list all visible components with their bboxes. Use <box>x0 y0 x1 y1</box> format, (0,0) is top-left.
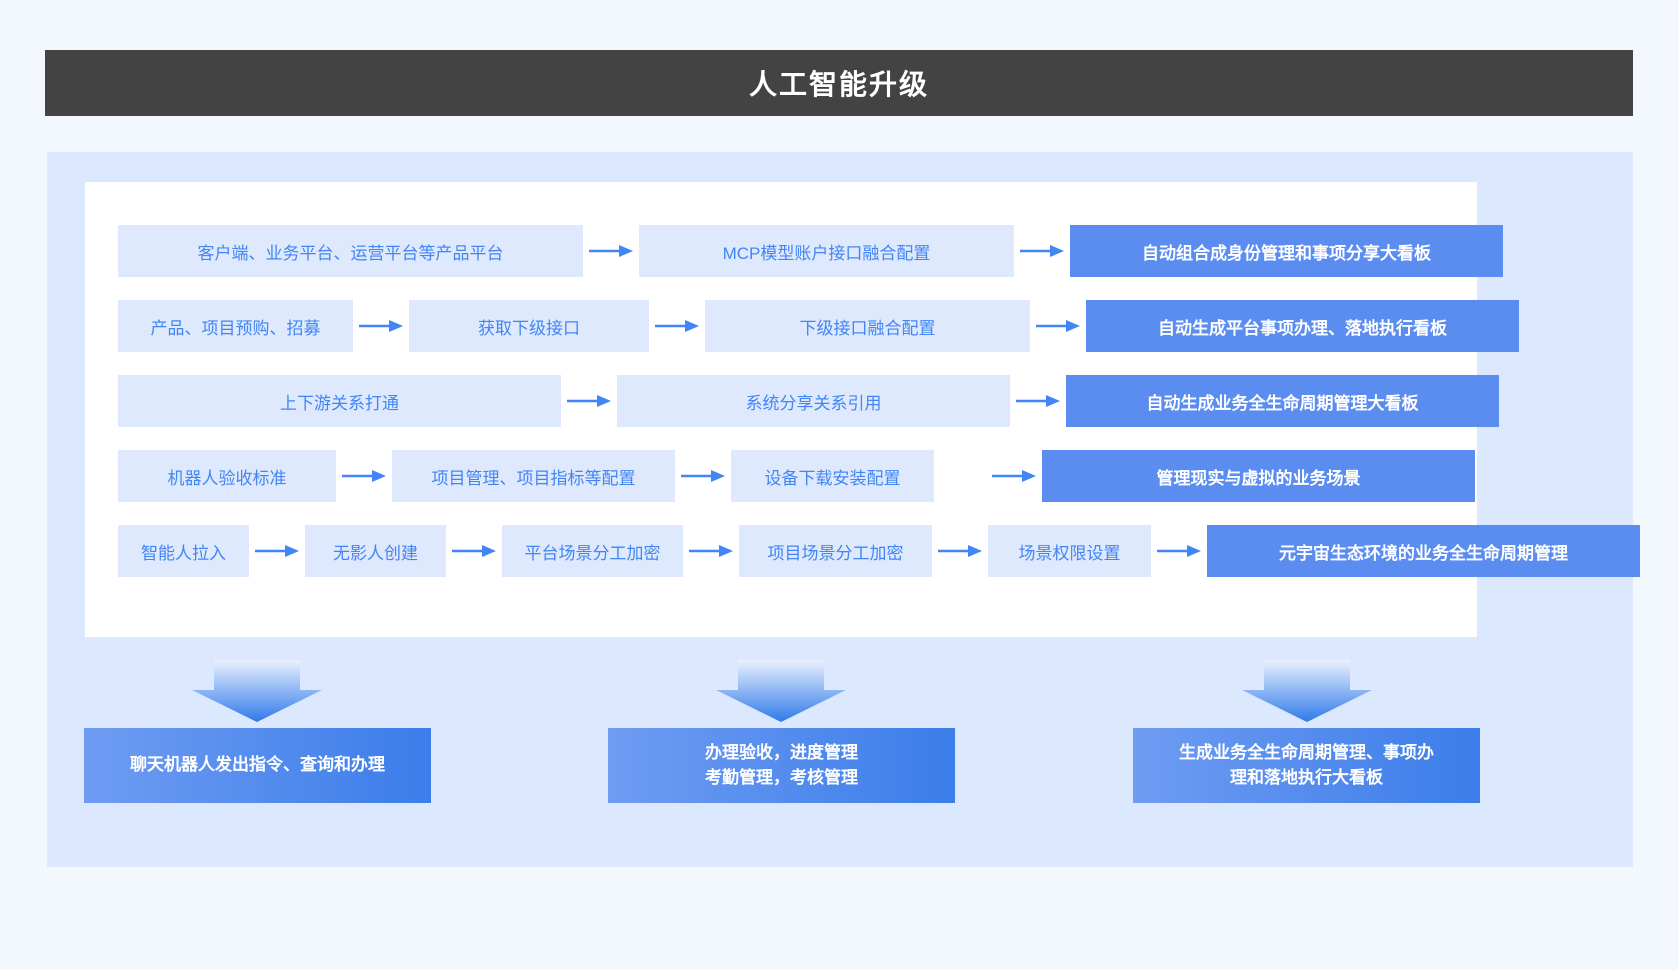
flow-step-box[interactable]: 获取下级接口 <box>409 300 649 352</box>
flow-step-box[interactable]: 设备下载安装配置 <box>731 450 934 502</box>
flow-step-box[interactable]: 客户端、业务平台、运营平台等产品平台 <box>118 225 583 277</box>
flow-step-box[interactable]: 产品、项目预购、招募 <box>118 300 353 352</box>
arrow-right-icon <box>986 450 1042 502</box>
flow-step-box[interactable]: 下级接口融合配置 <box>705 300 1030 352</box>
flow-row: 智能人拉入 无影人创建 平台场景分工加密 项目场景分工加密 场景权限设置 元宇宙生态环境的… <box>118 525 1640 577</box>
outcome-box-3[interactable]: 生成业务全生命周期管理、事项办 理和落地执行大看板 <box>1133 728 1480 803</box>
flow-step-box[interactable]: 项目管理、项目指标等配置 <box>392 450 675 502</box>
flow-result-box[interactable]: 自动组合成身份管理和事项分享大看板 <box>1070 225 1503 277</box>
outcome-line-1: 聊天机器人发出指令、查询和办理 <box>130 755 385 775</box>
flow-row: 产品、项目预购、招募 获取下级接口 下级接口融合配置 自动生成平台事项办理、落地执行看… <box>118 300 1519 352</box>
arrow-right-icon <box>1010 375 1066 427</box>
outcome-line-1: 办理验收，进度管理 <box>705 742 858 762</box>
flow-result-box[interactable]: 管理现实与虚拟的业务场景 <box>1042 450 1475 502</box>
arrow-right-icon <box>583 225 639 277</box>
arrow-right-icon <box>353 300 409 352</box>
flow-step-box[interactable]: 上下游关系打通 <box>118 375 561 427</box>
arrow-right-icon <box>249 525 305 577</box>
flow-step-box[interactable]: 场景权限设置 <box>988 525 1151 577</box>
flow-step-box[interactable]: 系统分享关系引用 <box>617 375 1010 427</box>
flow-step-box[interactable]: 项目场景分工加密 <box>739 525 932 577</box>
flow-row: 机器人验收标准 项目管理、项目指标等配置 设备下载安装配置 管理现实与虚拟的业务场景 <box>118 450 1475 502</box>
arrow-right-icon <box>1151 525 1207 577</box>
flow-rows: 客户端、业务平台、运营平台等产品平台 MCP模型账户接口融合配置 自动组合成身份管理… <box>118 225 1640 577</box>
arrow-right-icon <box>932 525 988 577</box>
arrow-right-icon <box>336 450 392 502</box>
outcome-line-2: 理和落地执行大看板 <box>1230 767 1383 787</box>
arrow-right-icon <box>561 375 617 427</box>
page-title: 人工智能升级 <box>748 69 929 100</box>
down-arrow-icon-2 <box>716 660 846 722</box>
outcome-line-2: 考勤管理，考核管理 <box>705 767 858 787</box>
outcome-box-1[interactable]: 聊天机器人发出指令、查询和办理 <box>84 728 431 803</box>
outcome-box-2[interactable]: 办理验收，进度管理 考勤管理，考核管理 <box>608 728 955 803</box>
flow-step-box[interactable]: MCP模型账户接口融合配置 <box>639 225 1014 277</box>
flow-step-box[interactable]: 智能人拉入 <box>118 525 249 577</box>
flow-result-box[interactable]: 自动生成业务全生命周期管理大看板 <box>1066 375 1499 427</box>
arrow-right-icon <box>675 450 731 502</box>
outcome-line-1: 生成业务全生命周期管理、事项办 <box>1179 742 1434 762</box>
flow-result-box[interactable]: 元宇宙生态环境的业务全生命周期管理 <box>1207 525 1640 577</box>
arrow-right-icon <box>649 300 705 352</box>
header-bar: 人工智能升级 <box>45 50 1633 116</box>
arrow-right-icon <box>1014 225 1070 277</box>
flow-step-box[interactable]: 机器人验收标准 <box>118 450 336 502</box>
down-arrow-icon-1 <box>192 660 322 722</box>
arrow-right-icon <box>1030 300 1086 352</box>
flow-row: 上下游关系打通 系统分享关系引用 自动生成业务全生命周期管理大看板 <box>118 375 1499 427</box>
arrow-right-icon <box>446 525 502 577</box>
flow-step-box[interactable]: 无影人创建 <box>305 525 446 577</box>
arrow-right-icon <box>683 525 739 577</box>
flow-row: 客户端、业务平台、运营平台等产品平台 MCP模型账户接口融合配置 自动组合成身份管理… <box>118 225 1503 277</box>
flow-step-box[interactable]: 平台场景分工加密 <box>502 525 683 577</box>
down-arrow-icon-3 <box>1242 660 1372 722</box>
flow-result-box[interactable]: 自动生成平台事项办理、落地执行看板 <box>1086 300 1519 352</box>
